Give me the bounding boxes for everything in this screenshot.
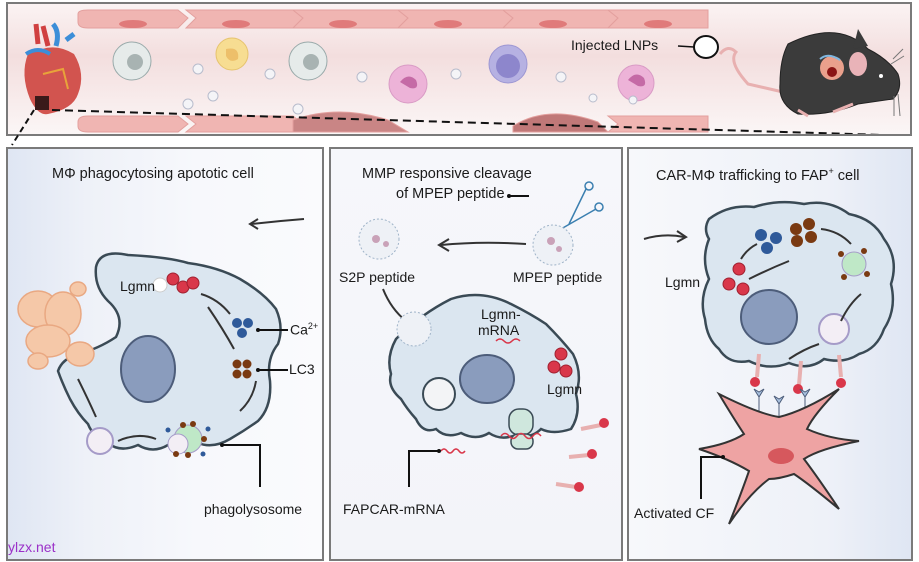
s2p-binding-particle bbox=[396, 311, 432, 347]
neutrophil-cell bbox=[388, 64, 428, 104]
label-activated-cf: Activated CF bbox=[634, 505, 715, 521]
watermark: ylzx.net bbox=[8, 539, 56, 555]
endothelium-nuclei bbox=[119, 20, 672, 28]
label-calcium-text: Ca bbox=[290, 321, 308, 338]
nucleus bbox=[740, 289, 798, 345]
label-fapcar-mrna: FAPCAR-mRNA bbox=[343, 501, 445, 517]
nucleus bbox=[120, 335, 176, 403]
panel-car-trafficking: CAR-MΦ trafficking to FAP+ cell Lgmn Act… bbox=[627, 147, 913, 561]
zoom-line bbox=[51, 109, 885, 134]
arrow-left bbox=[440, 241, 527, 246]
car-macrophage-illustration bbox=[643, 200, 896, 525]
lymphocyte-purple bbox=[488, 44, 528, 84]
endosome bbox=[422, 377, 456, 411]
label-lgmn-mrna-1: Lgmn- bbox=[481, 306, 521, 322]
panel-left-title: MΦ phagocytosing apototic cell bbox=[52, 166, 254, 182]
panel-middle-title-line2: of MPEP peptide bbox=[396, 186, 505, 202]
label-calcium: Ca2+ bbox=[290, 321, 318, 338]
label-s2p-peptide: S2P peptide bbox=[339, 269, 416, 285]
label-phagolysosome: phagolysosome bbox=[204, 501, 303, 517]
lc3-granules bbox=[790, 218, 817, 247]
mpep-peptide-particle bbox=[532, 224, 574, 266]
fapcar-mrna-strand bbox=[440, 448, 466, 454]
injected-lnps-label: Injected LNPs bbox=[571, 37, 659, 53]
neutrophil-cell-2 bbox=[617, 64, 655, 102]
lc3-granules bbox=[232, 359, 252, 379]
panel-right-title: CAR-MΦ trafficking to FAP+ cell bbox=[656, 166, 860, 184]
lymphocyte-yellow bbox=[215, 37, 249, 71]
lgmn-mrna-strand bbox=[495, 338, 521, 344]
endothelium-top bbox=[77, 9, 709, 29]
label-lgmn: Lgmn bbox=[665, 274, 701, 290]
label-lgmn: Lgmn bbox=[547, 381, 583, 397]
phagolysosome bbox=[165, 421, 211, 458]
monocyte-cell-2 bbox=[288, 41, 328, 81]
phagosome bbox=[86, 427, 114, 455]
arrow-left bbox=[251, 218, 305, 225]
panel-right-title-text: CAR-MΦ trafficking to FAP bbox=[656, 167, 829, 184]
fap-receptors bbox=[753, 388, 811, 421]
calcium-ions bbox=[755, 229, 782, 254]
phagosome bbox=[818, 313, 850, 345]
scissors-icon bbox=[560, 181, 604, 230]
label-lc3: LC3 bbox=[289, 361, 315, 377]
label-mpep-peptide: MPEP peptide bbox=[513, 269, 603, 285]
monocyte-cell bbox=[112, 41, 152, 81]
label-calcium-sup: 2+ bbox=[307, 321, 319, 331]
arrow-right bbox=[643, 234, 685, 240]
label-lgmn-mrna-2: mRNA bbox=[478, 322, 520, 338]
lnp-particles bbox=[182, 63, 638, 115]
s2p-peptide-particle bbox=[358, 218, 400, 260]
heart-icon bbox=[24, 22, 82, 115]
car-receptors bbox=[555, 418, 609, 492]
phagolysosome bbox=[838, 248, 870, 280]
nucleus bbox=[459, 354, 515, 404]
mouse-icon bbox=[718, 29, 905, 118]
lgmn-granules bbox=[547, 347, 573, 378]
lgmn-granules bbox=[166, 272, 200, 294]
panel-phagocytosis: MΦ phagocytosing apototic cell bbox=[6, 147, 324, 561]
panel-middle-title-line1: MMP responsive cleavage bbox=[362, 166, 532, 182]
lgmn-granules bbox=[722, 262, 750, 296]
bloodstream-illustration bbox=[24, 9, 905, 134]
bloodstream-panel: Injected LNPs bbox=[6, 2, 912, 136]
label-lgmn: Lgmn bbox=[120, 278, 156, 294]
car-receptors bbox=[750, 353, 846, 394]
apoptotic-cell bbox=[17, 281, 95, 370]
fibroblast-nucleus bbox=[768, 448, 794, 464]
panel-right-title-sup: + bbox=[828, 166, 834, 176]
ribosome bbox=[508, 408, 534, 450]
lnp-callout-circle bbox=[693, 35, 719, 59]
macrophage-illustration bbox=[17, 218, 305, 487]
car-mrna-illustration bbox=[358, 181, 609, 492]
panel-mmp-cleavage: MMP responsive cleavage of MPEP peptide bbox=[329, 147, 623, 561]
panel-right-title-end: cell bbox=[833, 167, 860, 184]
calcium-ions bbox=[232, 318, 253, 338]
endothelium-bottom bbox=[77, 111, 709, 133]
